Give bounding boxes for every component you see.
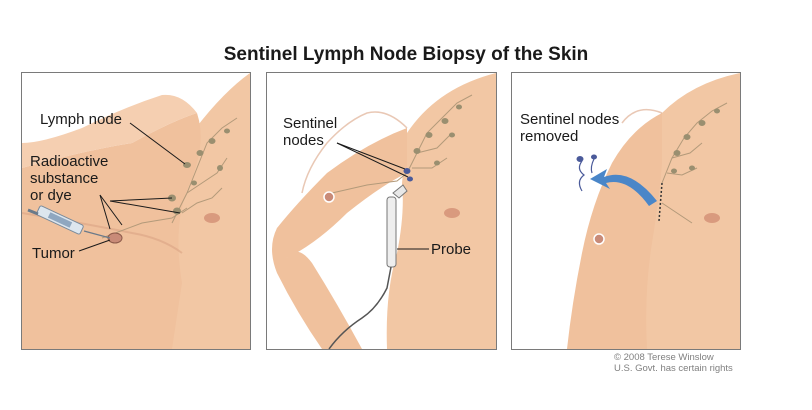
- arrow-icon: [590, 169, 657, 206]
- arm-illustration-probe: [272, 73, 496, 349]
- diagram-title: Sentinel Lymph Node Biopsy of the Skin: [223, 44, 589, 65]
- arm-illustration-removed: [567, 73, 740, 349]
- removed-nodes-icon: [576, 154, 597, 192]
- label-sentinel-nodes-removed: Sentinel nodes removed: [520, 111, 620, 145]
- label-lymph-node: Lymph node: [40, 111, 123, 128]
- panel-probe: Sentinel nodes Probe: [266, 72, 497, 350]
- panel-nodes-removed: Sentinel nodes removed: [511, 72, 741, 350]
- label-radioactive-substance: Radioactive substance or dye: [30, 153, 109, 204]
- copyright-credit: © 2008 Terese Winslow U.S. Govt. has cer…: [614, 352, 733, 374]
- probe-icon: [328, 184, 408, 349]
- syringe-icon: [27, 205, 111, 239]
- panel-injection: Lymph node Radioactive substance or dye …: [21, 72, 251, 350]
- label-probe: Probe: [431, 241, 472, 258]
- label-sentinel-nodes: Sentinel nodes: [283, 115, 338, 149]
- label-tumor: Tumor: [32, 245, 75, 262]
- arm-illustration-injection: [22, 73, 250, 349]
